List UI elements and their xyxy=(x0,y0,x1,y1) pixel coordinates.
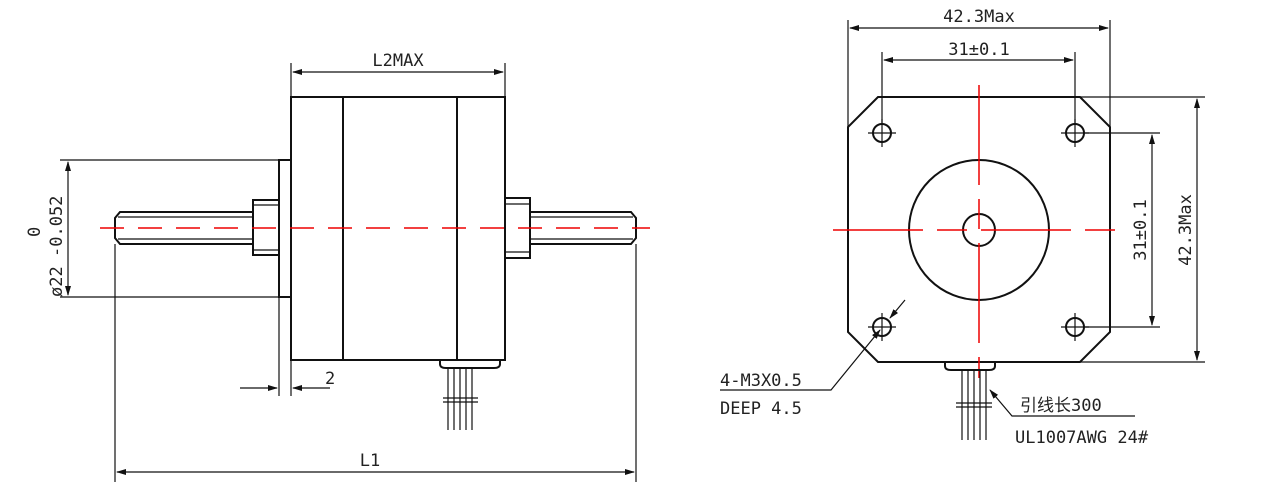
diameter-lower-tolerance: -0.052 xyxy=(47,196,67,257)
overall-width-label: 42.3Max xyxy=(943,7,1015,27)
diameter-nominal: ø22 xyxy=(47,266,67,297)
thread-depth-label: DEEP 4.5 xyxy=(720,399,802,419)
lead-wires xyxy=(956,370,992,440)
lead-leader xyxy=(989,389,1135,417)
connector xyxy=(439,360,501,369)
hole-spacing-vertical-label: 31±0.1 xyxy=(1131,199,1151,260)
front-view: 42.3Max 31±0.1 31±0.1 42.3Max 4-M3X0.5 D… xyxy=(720,7,1205,448)
diameter-upper-tolerance: 0 xyxy=(25,227,45,237)
side-view: L2MAX ø22 -0.052 0 2 L1 xyxy=(25,51,650,482)
thread-spec-label: 4-M3X0.5 xyxy=(720,371,802,391)
flange-thickness-label: 2 xyxy=(325,369,335,389)
l1-dimension-label: L1 xyxy=(360,451,380,471)
motor-body xyxy=(290,96,506,361)
thread-leader xyxy=(720,329,881,391)
lead-length-label: 引线长300 xyxy=(1020,396,1102,416)
lead-wires xyxy=(443,368,478,430)
wire-spec-label: UL1007AWG 24# xyxy=(1015,428,1149,448)
front-flange xyxy=(278,159,292,298)
overall-height-label: 42.3Max xyxy=(1176,194,1196,266)
hole-spacing-horizontal-label: 31±0.1 xyxy=(948,40,1009,60)
l2-dimension-label: L2MAX xyxy=(372,51,424,71)
connector xyxy=(944,362,996,371)
